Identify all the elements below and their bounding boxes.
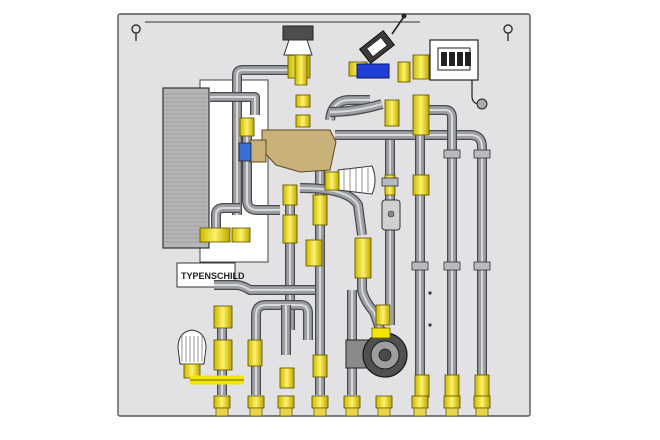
- bottom-connection: [375, 395, 393, 409]
- brass-fitting: [474, 374, 490, 398]
- bottom-connection: [213, 395, 231, 409]
- connection-nut: [279, 407, 293, 417]
- pipe-highlight: [299, 187, 363, 236]
- terminal: [465, 52, 471, 66]
- brass-fitting: [414, 374, 430, 398]
- brass-fitting: [213, 305, 233, 329]
- brass-fitting: [282, 184, 298, 206]
- brass-fitting: [295, 94, 311, 108]
- terminal: [449, 52, 455, 66]
- brass-fitting: [354, 237, 372, 279]
- pressure-reducing-valve: [282, 25, 314, 86]
- type-plate: TYPENSCHILD: [176, 262, 245, 288]
- brass-fitting: [375, 304, 391, 326]
- connection-nut: [345, 407, 359, 417]
- brass-fitting: [412, 94, 430, 136]
- bottom-connection: [473, 395, 491, 409]
- connection-nut: [445, 407, 459, 417]
- connection-nut: [413, 407, 427, 417]
- bottom-connection: [311, 395, 329, 409]
- brass-fitting: [199, 227, 231, 243]
- plate-heat-exchanger: [162, 87, 210, 249]
- pipe-clamp: [473, 149, 491, 159]
- brass-fitting: [305, 239, 323, 267]
- type-plate-label: TYPENSCHILD: [181, 271, 245, 281]
- pipe-highlight: [236, 69, 300, 215]
- brass-fitting: [312, 194, 328, 226]
- pipe-clamps: [381, 149, 491, 271]
- brass-fitting: [412, 54, 430, 80]
- pipe-clamp: [381, 177, 399, 187]
- bottom-connection: [443, 395, 461, 409]
- pipe-highlight: [215, 207, 240, 240]
- brass-fitting: [279, 367, 295, 389]
- connection-nut: [249, 407, 263, 417]
- brass-fitting: [239, 117, 255, 137]
- pipe-clamp: [443, 149, 461, 159]
- thermostatic-valve-head: [324, 165, 376, 195]
- bottom-connection: [277, 395, 295, 409]
- bottom-connections: [213, 395, 491, 417]
- brass-fitting: [444, 374, 460, 398]
- circulation-pump: [345, 327, 408, 378]
- pipe-highlight: [361, 270, 385, 341]
- pipe-highlight: [210, 96, 256, 115]
- electrical-terminal-box: [429, 39, 488, 110]
- brass-fitting: [412, 174, 430, 196]
- pipe-clamp: [473, 261, 491, 271]
- mounting-hole: [131, 24, 141, 41]
- connection-nut: [377, 407, 391, 417]
- connection-nut: [475, 407, 489, 417]
- pipe-clamp: [411, 261, 429, 271]
- brass-fitting: [213, 339, 233, 371]
- pipe-highlight: [425, 109, 453, 395]
- temperature-sensor: [381, 199, 401, 231]
- brass-fitting: [312, 354, 328, 378]
- connection-nut: [215, 407, 229, 417]
- terminal: [457, 52, 463, 66]
- pipe-highlight: [335, 134, 483, 395]
- motorised-valve-actuator: [356, 13, 407, 79]
- brass-fitting: [231, 227, 251, 243]
- bottom-connection: [343, 395, 361, 409]
- mounting-hole: [503, 24, 513, 41]
- pipe-highlight: [214, 284, 315, 291]
- brass-fitting: [282, 214, 298, 244]
- mixing-valve-block: [238, 129, 337, 173]
- brass-fitting: [397, 61, 411, 83]
- bottom-connection: [411, 395, 429, 409]
- terminal: [441, 52, 447, 66]
- connection-nut: [313, 407, 327, 417]
- brass-fitting: [295, 114, 311, 128]
- brass-fitting: [384, 99, 400, 127]
- thermostatic-head-bottom: [177, 329, 244, 385]
- brass-fitting: [247, 339, 263, 367]
- bottom-connection: [247, 395, 265, 409]
- pipe-network: [210, 65, 487, 395]
- pipe-highlight: [329, 103, 383, 113]
- pipe-highlight: [246, 120, 280, 211]
- panel-dot: [428, 291, 432, 295]
- panel-dot: [428, 323, 432, 327]
- pipe-clamp: [443, 261, 461, 271]
